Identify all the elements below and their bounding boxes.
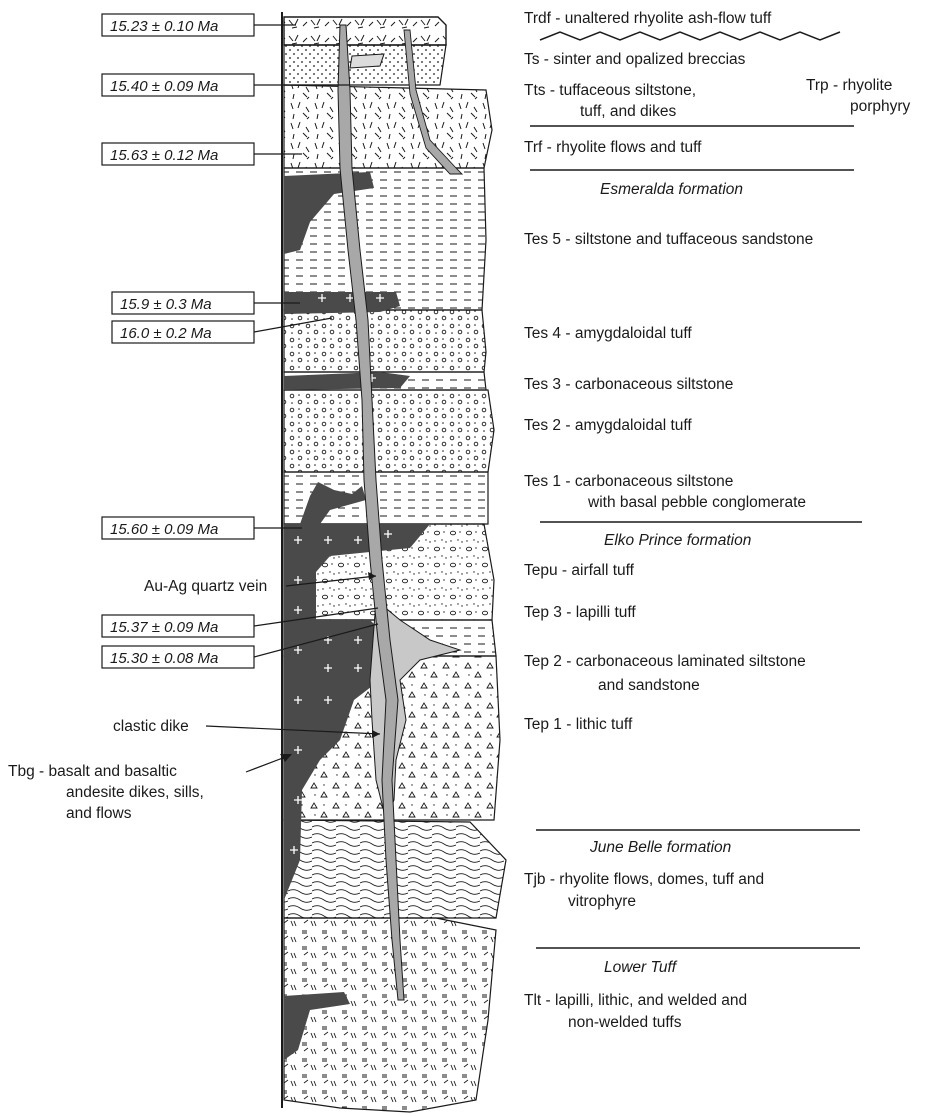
legend-trp-line1: Trp - rhyolite	[806, 77, 892, 94]
legend-tes3: Tes 3 - carbonaceous siltstone	[524, 376, 733, 393]
legend-tes1-line1: Tes 1 - carbonaceous siltstone	[524, 473, 733, 490]
legend-trdf: Trdf - unaltered rhyolite ash-flow tuff	[524, 10, 772, 27]
vein-callout-label: Au-Ag quartz vein	[144, 578, 267, 595]
legend-ts: Ts - sinter and opalized breccias	[524, 51, 746, 68]
legend-tep1: Tep 1 - lithic tuff	[524, 716, 633, 733]
legend: Trdf - unaltered rhyolite ash-flow tuff …	[524, 10, 911, 1031]
age-text: 15.30 ± 0.08 Ma	[110, 650, 218, 667]
legend-tjb-line2: vitrophyre	[568, 893, 636, 910]
legend-tjb-line1: Tjb - rhyolite flows, domes, tuff and	[524, 871, 764, 888]
age-text: 16.0 ± 0.2 Ma	[120, 325, 212, 342]
unit-trf	[284, 85, 492, 168]
unit-trdf	[284, 17, 446, 45]
legend-trf: Trf - rhyolite flows and tuff	[524, 139, 702, 156]
legend-tes4: Tes 4 - amygdaloidal tuff	[524, 325, 692, 342]
ts-lens	[350, 54, 384, 68]
legend-tep2-line1: Tep 2 - carbonaceous laminated siltstone	[524, 653, 806, 670]
age-label: 15.60 ± 0.09 Ma	[102, 517, 302, 539]
clastic-dike-callout-label: clastic dike	[113, 718, 189, 735]
legend-tts-line1: Tts - tuffaceous siltstone,	[524, 82, 696, 99]
basalt-sill-tes5	[284, 292, 400, 314]
age-label: 15.23 ± 0.10 Ma	[102, 14, 296, 36]
legend-tes1-line2: with basal pebble conglomerate	[587, 494, 806, 511]
unit-tes2	[284, 390, 494, 472]
age-text: 15.23 ± 0.10 Ma	[110, 18, 218, 35]
legend-elko-title: Elko Prince formation	[604, 532, 751, 549]
legend-lower-title: Lower Tuff	[604, 959, 678, 976]
tbg-callout-line2: andesite dikes, sills,	[66, 784, 204, 801]
age-label: 15.9 ± 0.3 Ma	[112, 292, 300, 314]
legend-tlt-line1: Tlt - lapilli, lithic, and welded and	[524, 992, 747, 1009]
tbg-callout-line3: and flows	[66, 805, 132, 822]
unit-tes4	[284, 310, 486, 372]
legend-trp-line2: porphyry	[850, 98, 911, 115]
age-text: 15.37 ± 0.09 Ma	[110, 619, 218, 636]
unit-tlt	[284, 918, 496, 1112]
age-text: 15.40 ± 0.09 Ma	[110, 78, 218, 95]
legend-tepu: Tepu - airfall tuff	[524, 562, 635, 579]
legend-esmeralda-title: Esmeralda formation	[600, 181, 743, 198]
legend-tes5: Tes 5 - siltstone and tuffaceous sandsto…	[524, 231, 813, 248]
age-text: 15.9 ± 0.3 Ma	[120, 296, 212, 313]
legend-tep2-line2: and sandstone	[598, 677, 700, 694]
age-label: 15.63 ± 0.12 Ma	[102, 143, 302, 165]
tbg-callout-line1: Tbg - basalt and basaltic	[8, 763, 177, 780]
age-text: 15.60 ± 0.09 Ma	[110, 521, 218, 538]
trdf-wavy-contact	[540, 32, 840, 40]
age-text: 15.63 ± 0.12 Ma	[110, 147, 218, 164]
legend-tep3: Tep 3 - lapilli tuff	[524, 604, 636, 621]
legend-tlt-line2: non-welded tuffs	[568, 1014, 682, 1031]
legend-tts-line2: tuff, and dikes	[580, 103, 676, 120]
legend-june-title: June Belle formation	[589, 839, 731, 856]
legend-tes2: Tes 2 - amygdaloidal tuff	[524, 417, 692, 434]
